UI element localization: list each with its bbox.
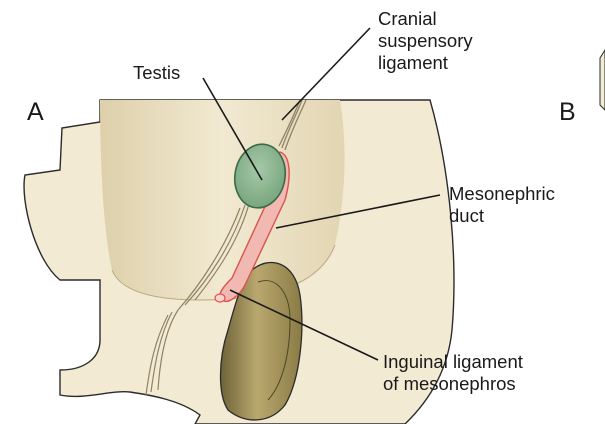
label-testis: Testis — [133, 62, 180, 84]
label-line: Cranial — [378, 8, 473, 30]
label-line: duct — [449, 205, 555, 227]
label-inguinal-ligament: Inguinal ligament of mesonephros — [383, 351, 523, 395]
label-cranial-suspensory-ligament: Cranial suspensory ligament — [378, 8, 473, 74]
label-testis-text: Testis — [133, 62, 180, 84]
panel-label-a: A — [27, 100, 44, 125]
label-mesonephric-duct: Mesonephric duct — [449, 183, 555, 227]
label-line: Mesonephric — [449, 183, 555, 205]
label-line: Inguinal ligament — [383, 351, 523, 373]
panel-label-b: B — [559, 100, 576, 125]
duct-end — [215, 294, 225, 302]
label-line: of mesonephros — [383, 373, 523, 395]
label-line: suspensory — [378, 30, 473, 52]
label-line: ligament — [378, 52, 473, 74]
panel-b-edge — [600, 50, 605, 110]
abdominal-cavity — [100, 100, 345, 300]
